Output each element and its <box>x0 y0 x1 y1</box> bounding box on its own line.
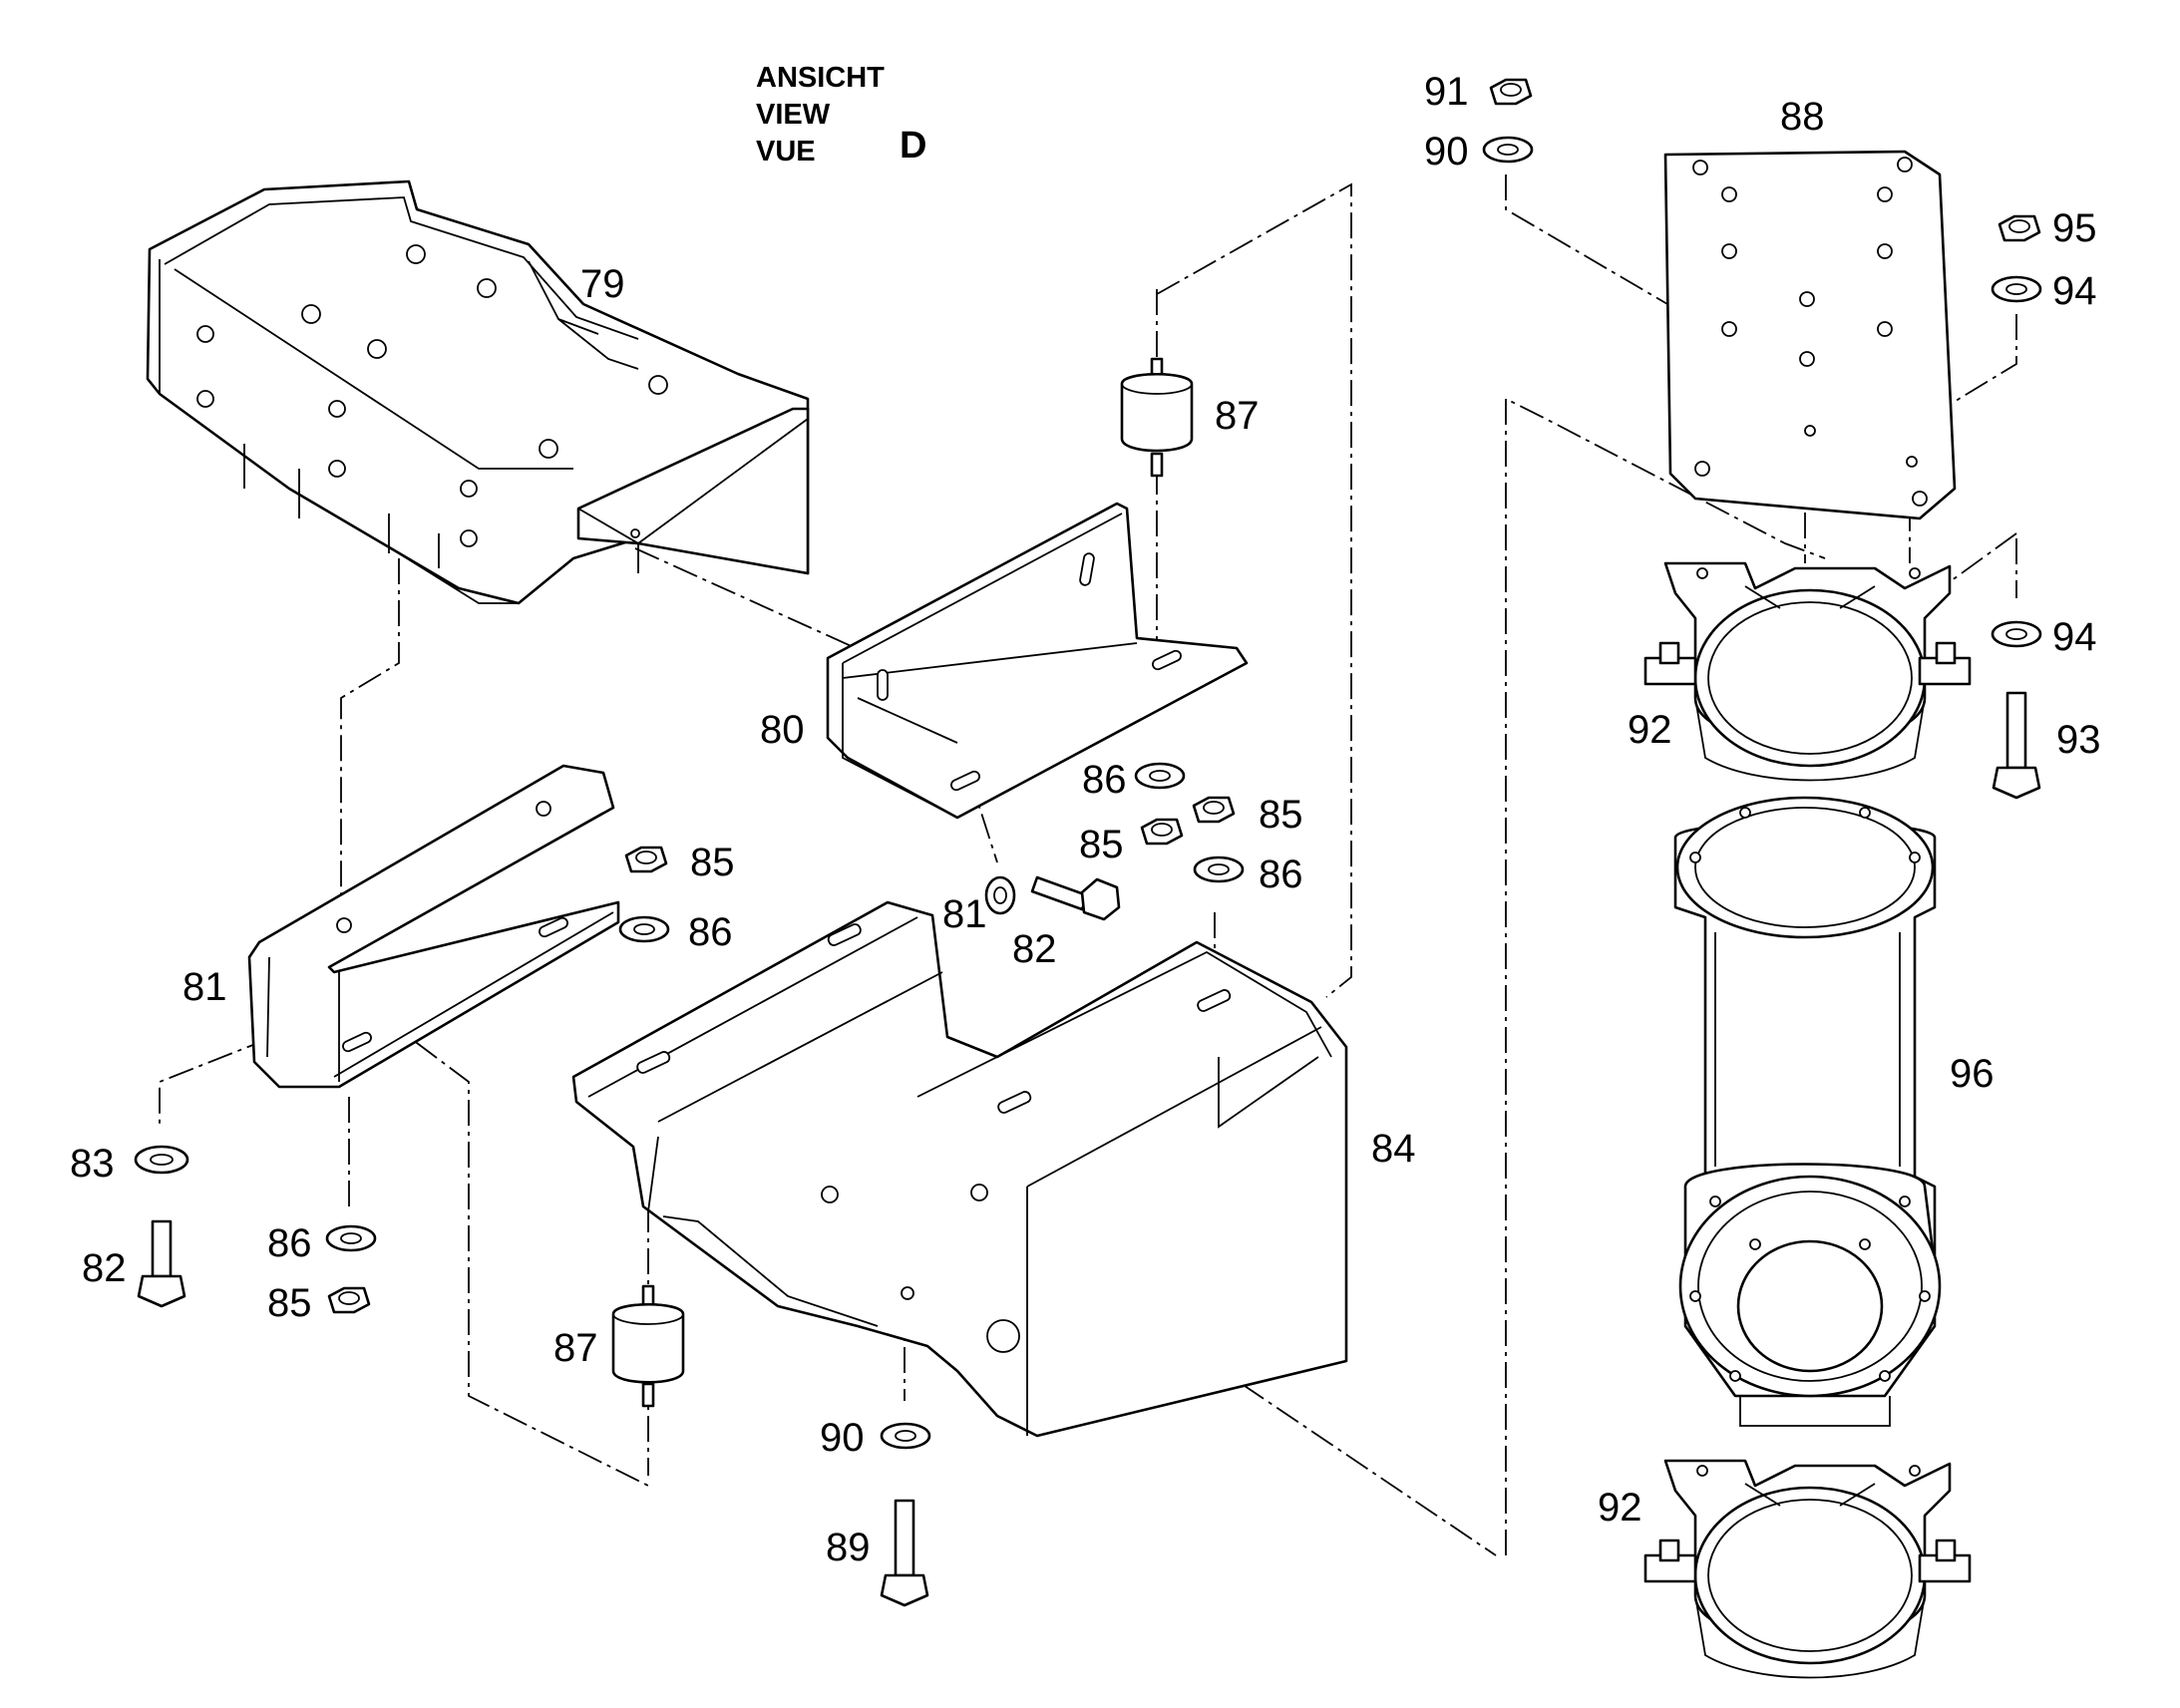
view-header-line-1: ANSICHT <box>756 62 885 94</box>
callout-83: 83 <box>70 1142 115 1186</box>
view-header: ANSICHT VIEW VUE D <box>756 62 926 168</box>
callout-90-bottom: 90 <box>820 1416 865 1460</box>
callout-86-d: 86 <box>267 1221 312 1265</box>
part-87-mount-upper <box>1120 357 1194 478</box>
callout-96: 96 <box>1950 1052 1995 1096</box>
callout-85-d: 85 <box>267 1281 312 1325</box>
callout-92-upper: 92 <box>1628 708 1672 752</box>
part-80-bracket <box>826 502 1249 820</box>
part-92-clamp-lower <box>1643 1459 1972 1679</box>
part-84-base <box>571 900 1348 1438</box>
callout-79: 79 <box>580 262 625 306</box>
callout-92-lower: 92 <box>1598 1486 1642 1530</box>
bolt-89 <box>880 1499 929 1607</box>
part-92-clamp-upper <box>1643 561 1972 782</box>
callout-85-a: 85 <box>690 841 735 884</box>
callout-85-c: 85 <box>1079 823 1124 866</box>
callout-93: 93 <box>2056 718 2101 762</box>
callout-84: 84 <box>1371 1127 1416 1171</box>
callout-88: 88 <box>1780 95 1825 139</box>
bolt-82-horizontal <box>1030 875 1121 921</box>
callout-91: 91 <box>1424 70 1469 114</box>
view-letter: D <box>900 125 926 167</box>
bolt-93 <box>1992 691 2041 800</box>
callout-94-mid: 94 <box>2052 615 2097 659</box>
view-header-line-2: VIEW <box>756 99 831 131</box>
callout-94-top: 94 <box>2052 269 2097 313</box>
callout-81-left: 81 <box>182 965 227 1009</box>
part-87-mount-lower <box>611 1284 685 1408</box>
hardware <box>134 78 2042 1607</box>
callout-82-bolt: 82 <box>1012 927 1057 971</box>
callout-89: 89 <box>826 1526 871 1569</box>
callout-85-b: 85 <box>1259 793 1303 837</box>
callout-87-upper: 87 <box>1215 394 1260 438</box>
part-81-bracket <box>247 764 620 1089</box>
bolt-82-vertical <box>137 1219 186 1308</box>
callout-80: 80 <box>760 708 805 752</box>
callout-95: 95 <box>2052 206 2097 250</box>
part-96-cylinder <box>1673 796 1942 1427</box>
view-header-line-3: VUE <box>756 136 816 168</box>
callout-labels: 79 80 81 81 82 82 83 84 85 85 85 85 86 8… <box>70 70 2101 1569</box>
callout-86-c: 86 <box>688 910 733 954</box>
callout-82-left: 82 <box>82 1246 127 1290</box>
callout-90-top: 90 <box>1424 130 1469 173</box>
callout-86-a: 86 <box>1082 758 1127 802</box>
callout-81-washer: 81 <box>942 892 987 936</box>
part-88-plate <box>1663 150 1957 520</box>
callout-87-lower: 87 <box>553 1326 598 1370</box>
part-79-tray <box>146 179 810 605</box>
callout-86-b: 86 <box>1259 853 1303 896</box>
